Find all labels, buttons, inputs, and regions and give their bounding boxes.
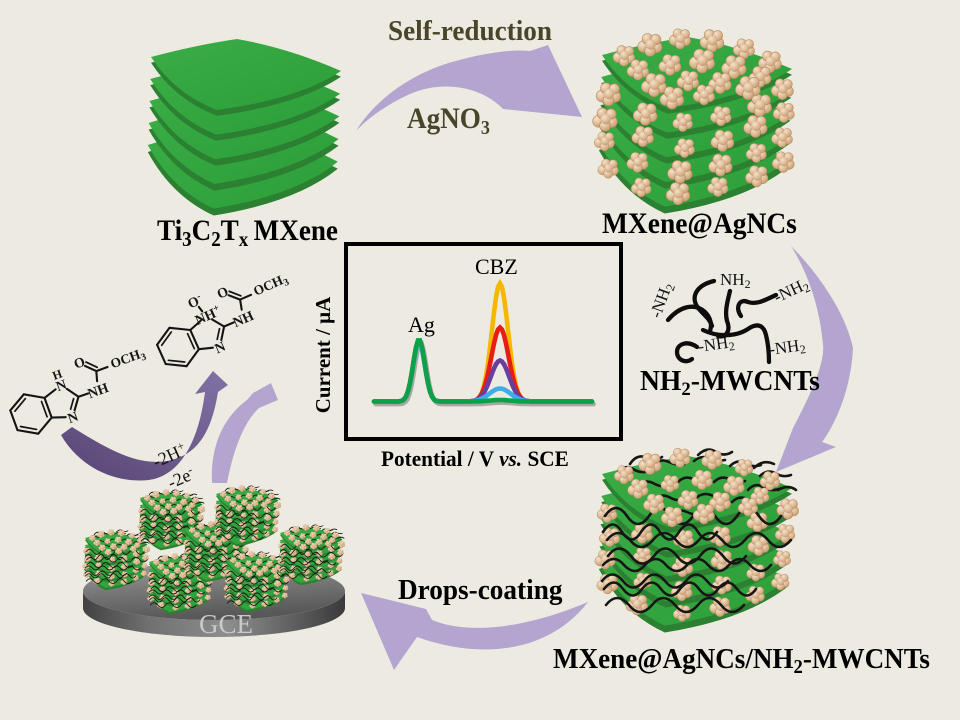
svg-text:N: N xyxy=(54,378,69,396)
svg-text:MXene@AgNCs: MXene@AgNCs xyxy=(602,207,797,240)
svg-text:Current / μA: Current / μA xyxy=(311,296,335,413)
svg-text:Self-reduction: Self-reduction xyxy=(388,15,552,47)
svg-text:O: O xyxy=(215,284,231,302)
svg-text:Drops-coating: Drops-coating xyxy=(398,574,562,606)
svg-text:N: N xyxy=(213,339,228,357)
svg-text:OCH3: OCH3 xyxy=(251,270,291,301)
svg-text:-NH2: -NH2 xyxy=(771,274,813,308)
svg-text:NH2-MWCNTs: NH2-MWCNTs xyxy=(640,366,820,400)
svg-text:O-: O- xyxy=(185,291,205,312)
svg-text:Ag: Ag xyxy=(408,312,435,337)
svg-text:NH: NH xyxy=(86,381,111,402)
svg-text:N: N xyxy=(66,410,81,428)
svg-text:Ti3C2Tx MXene: Ti3C2Tx MXene xyxy=(157,215,338,251)
svg-text:CBZ: CBZ xyxy=(475,254,518,279)
svg-text:O: O xyxy=(72,355,87,373)
svg-text:NH: NH xyxy=(231,309,256,331)
svg-text:MXene@AgNCs/NH2-MWCNTs: MXene@AgNCs/NH2-MWCNTs xyxy=(553,643,930,678)
svg-text:-NH2: -NH2 xyxy=(768,335,807,361)
svg-text:AgNO3: AgNO3 xyxy=(407,103,490,139)
svg-text:OCH3: OCH3 xyxy=(108,345,148,374)
svg-text:GCE: GCE xyxy=(199,609,253,639)
svg-text:NH2: NH2 xyxy=(720,270,751,291)
svg-text:Potential / V vs. SCE: Potential / V vs. SCE xyxy=(381,447,569,471)
